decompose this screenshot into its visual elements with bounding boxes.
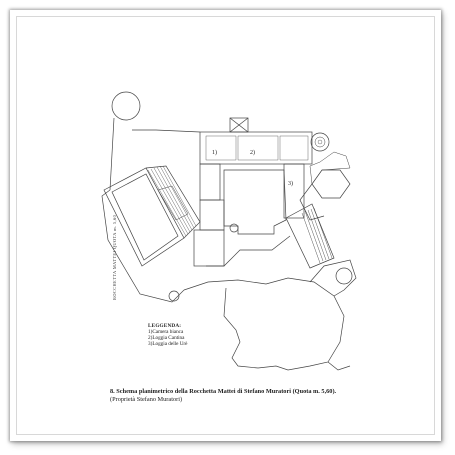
- right-tower-rooms: [283, 163, 305, 219]
- round-tower-top-left: [111, 91, 141, 121]
- legend-item-1: 1)Camera bianca: [148, 329, 184, 335]
- left-rooms: [199, 163, 221, 201]
- legend-title: LEGGENDA:: [148, 323, 182, 329]
- hatched-diagonal-wall: [285, 203, 335, 269]
- round-feature: [229, 223, 239, 233]
- entrance-porch: [229, 117, 249, 133]
- lower-enclosure: [183, 277, 345, 371]
- outer-wall-top-left: [132, 129, 201, 133]
- figure-caption: 8. Schema planimetrico della Rocchetta M…: [110, 388, 370, 403]
- room-label-2: 2): [250, 149, 255, 156]
- room-label-1: 1): [212, 149, 217, 156]
- small-round-tower: [168, 290, 180, 302]
- outer-wall-left: [101, 117, 185, 303]
- plan-side-label: ROCCHETTA MATTEI QUOTA m. 5,60: [112, 214, 117, 300]
- image-frame: [10, 10, 441, 441]
- frame-border: [16, 16, 435, 435]
- room-label-3: 3): [288, 180, 293, 187]
- stair-hatching: [147, 165, 197, 237]
- legend-item-2: 2)Loggia Cantina: [148, 335, 185, 341]
- legend-item-3: 3)Loggia delle Urè: [148, 341, 188, 347]
- caption-credit: (Proprietà Stefano Muratori): [110, 395, 183, 403]
- spiral-stair-tower: [310, 132, 330, 152]
- plan-legend: LEGGENDA: 1)Camera bianca 2)Loggia Canti…: [148, 323, 187, 347]
- main-block-top: [199, 131, 313, 165]
- floor-plan-drawing: 1) 2) 3): [101, 91, 357, 371]
- bastion-right: [309, 259, 357, 297]
- caption-title: 8. Schema planimetrico della Rocchetta M…: [110, 388, 337, 395]
- courtyard: [223, 169, 287, 235]
- hexagonal-tower: [311, 169, 351, 199]
